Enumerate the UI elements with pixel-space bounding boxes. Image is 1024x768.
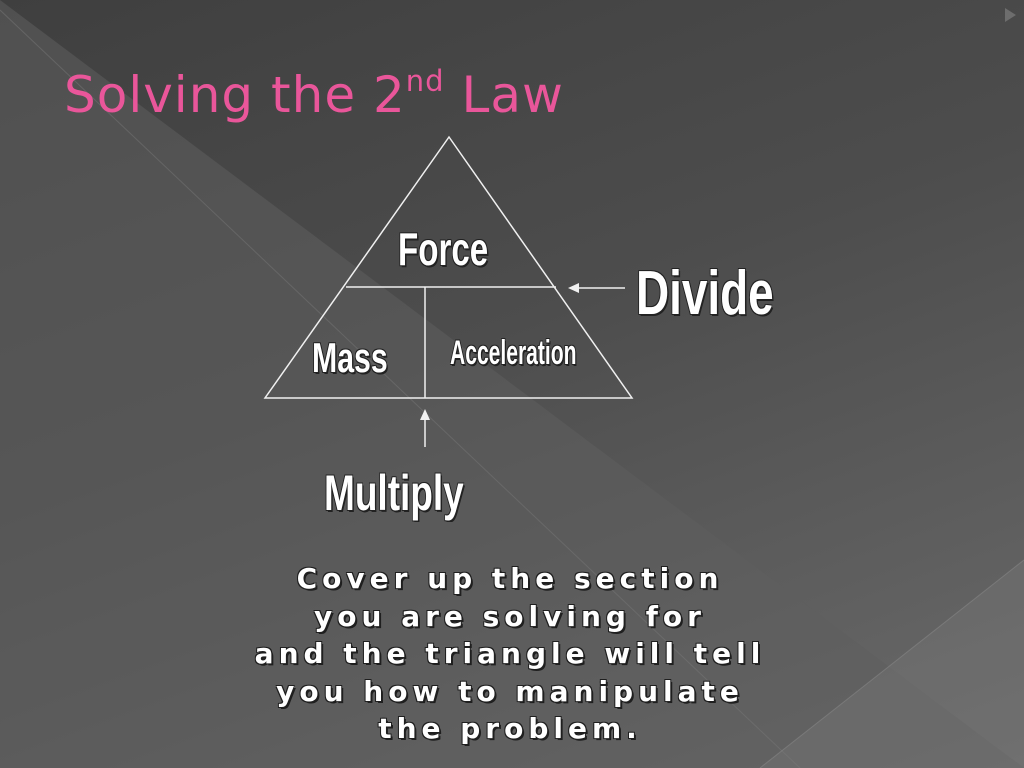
divide-label: Divide	[636, 259, 774, 328]
instruction-line: you how to manipulate	[276, 674, 744, 708]
instruction-line: the problem.	[378, 712, 642, 745]
mass-label: Mass	[312, 334, 388, 381]
instruction-text: Cover up the section you are solving for…	[160, 560, 860, 748]
background-diagonal-line	[0, 9, 801, 768]
acceleration-label: Acceleration	[450, 334, 577, 372]
title-text: Solving the 2	[64, 66, 406, 124]
instruction-line: you are solving for	[314, 599, 706, 633]
triangle-outline	[263, 135, 634, 399]
slide-title: Solving the 2nd Law	[64, 64, 564, 124]
title-superscript: nd	[405, 64, 445, 98]
instruction-line: and the triangle will tell	[254, 637, 766, 670]
slide-marker-icon	[1005, 8, 1016, 22]
force-label: Force	[398, 223, 489, 275]
divide-arrow-head-icon	[568, 283, 579, 293]
background-corner-line	[759, 559, 1024, 768]
title-text-end: Law	[444, 66, 564, 124]
multiply-label: Multiply	[324, 465, 464, 521]
background-corner-shade	[760, 560, 1024, 768]
instruction-line: Cover up the section	[296, 562, 724, 595]
multiply-arrow-head-icon	[420, 409, 430, 420]
